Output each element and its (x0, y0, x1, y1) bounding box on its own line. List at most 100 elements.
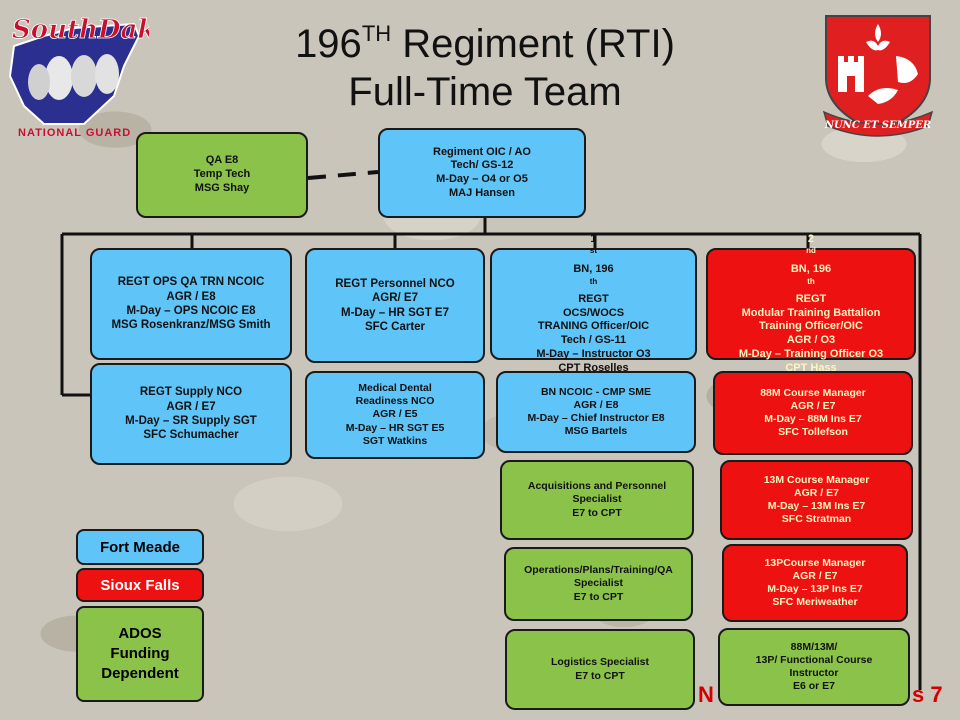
box-line: 88M/13M/ (790, 640, 838, 653)
box-line: AGR / E7 (166, 400, 216, 413)
buffalo-icon (896, 56, 918, 83)
title-line-1: 196TH Regiment (RTI) (295, 21, 675, 66)
box-line: CPT Roselles (558, 361, 629, 374)
box-line: Instructor (789, 667, 839, 679)
box-line: 13M Course Manager (763, 473, 870, 486)
box-line: Specialist (573, 577, 624, 590)
box-line: AGR / E7 (792, 569, 838, 582)
box-line: SFC Tollefson (778, 426, 848, 439)
box-line: Dependent (101, 665, 179, 683)
page-title: 196TH Regiment (RTI) Full-Time Team (250, 10, 720, 116)
legend-fort-meade: Fort Meade (76, 529, 204, 565)
sd-national-guard-logo: SouthDakota NATIONAL GUARD (4, 6, 202, 140)
box-line: M-Day – Training Officer O3 (738, 347, 884, 360)
footer-left-text: N (698, 682, 714, 707)
box-line: SFC Meriweather (772, 596, 858, 609)
box-line: M-Day – 88M Ins E7 (764, 413, 862, 425)
box-line: ADOS (118, 624, 162, 642)
fleur-de-lis-icon (866, 24, 890, 51)
box-line: M-Day – 13P Ins E7 (767, 583, 863, 595)
box-line: E7 to CPT (575, 669, 625, 682)
box-line: REGT Supply NCO (139, 386, 243, 399)
box-line: Readiness NCO (355, 395, 435, 408)
box-line: AGR/ E7 (371, 292, 418, 305)
box-line: Temp Tech (193, 168, 251, 181)
box-line: MSG Rosenkranz/MSG Smith (111, 319, 271, 332)
box-line: SGT Watkins (362, 434, 428, 447)
footer-right-text: s 7 (912, 682, 943, 707)
box-line: Training Officer/OIC (759, 320, 863, 333)
box-line: M-Day – Instructor O3 (536, 347, 651, 360)
box-line: AGR / O3 (786, 334, 836, 347)
box-line: M-Day – SR Supply SGT (125, 415, 257, 427)
box-line: Logistics Specialist (550, 656, 650, 669)
eagle-head-icon (868, 88, 898, 104)
legend-fort-meade-label: Fort Meade (99, 538, 180, 556)
logo-script-text: SouthDakota (12, 15, 149, 45)
box-line: MAJ Hansen (448, 186, 516, 199)
box-line: AGR / E8 (166, 290, 216, 303)
box-line: E7 to CPT (573, 590, 624, 603)
box-line: Specialist (572, 493, 622, 506)
box-line: Operations/Plans/Training/QA (524, 564, 673, 577)
box-line: Acquisitions and Personnel (527, 480, 667, 493)
box-line: 13PCourse Manager (764, 556, 866, 569)
logo-national-guard-text: NATIONAL GUARD (18, 127, 131, 139)
title-line-2: Full-Time Team (348, 70, 622, 114)
box-line: M-Day – HR SGT E5 (345, 421, 445, 434)
box-line: AGR / E5 (372, 408, 418, 421)
qa-dashed-link (307, 170, 379, 180)
box-line: BN NCOIC - CMP SME (540, 385, 652, 398)
legend-sioux-falls-label: Sioux Falls (100, 576, 180, 594)
box-line: M-Day – OPS NCOIC E8 (126, 305, 256, 317)
box-line: CPT Hass (785, 361, 837, 374)
crest-motto: NUNC ET SEMPER (824, 120, 931, 131)
box-line: SFC Schumacher (143, 429, 239, 442)
box-line: SFC Carter (364, 320, 426, 333)
box-line: Tech / GS-11 (560, 334, 627, 347)
box-line: M-Day – O4 or O5 (436, 173, 528, 185)
regiment-crest: NUNC ET SEMPER (818, 12, 938, 140)
box-line: SFC Stratman (781, 513, 852, 526)
box-line: Medical Dental (358, 382, 432, 395)
box-line: MSG Bartels (564, 425, 628, 438)
box-line: REGT Personnel NCO (335, 277, 455, 290)
box-line: E7 to CPT (572, 506, 622, 519)
box-line: AGR / E8 (573, 398, 619, 411)
box-line: AGR / E7 (794, 486, 839, 499)
box-line: Regiment OIC / AO (433, 145, 531, 158)
box-line: MSG Shay (194, 181, 250, 194)
box-line: OCS/WOCS (562, 306, 625, 319)
box-line: AGR / E7 (790, 399, 836, 412)
box-line: Tech/ GS-12 (450, 159, 514, 172)
box-line: M-Day – 13M Ins E7 (767, 500, 866, 512)
box-line: TRANING Officer/OIC (537, 320, 650, 333)
box-line: M-Day – HR SGT E7 (341, 306, 449, 319)
box-line: Modular Training Battalion (741, 306, 881, 319)
box-line: 88M Course Manager (760, 386, 866, 399)
box-line: 13P/ Functional Course (755, 653, 873, 666)
box-line: M-Day – Chief Instructor E8 (527, 412, 665, 424)
box-line: Funding (110, 644, 170, 662)
box-line: E6 or E7 (792, 680, 836, 693)
